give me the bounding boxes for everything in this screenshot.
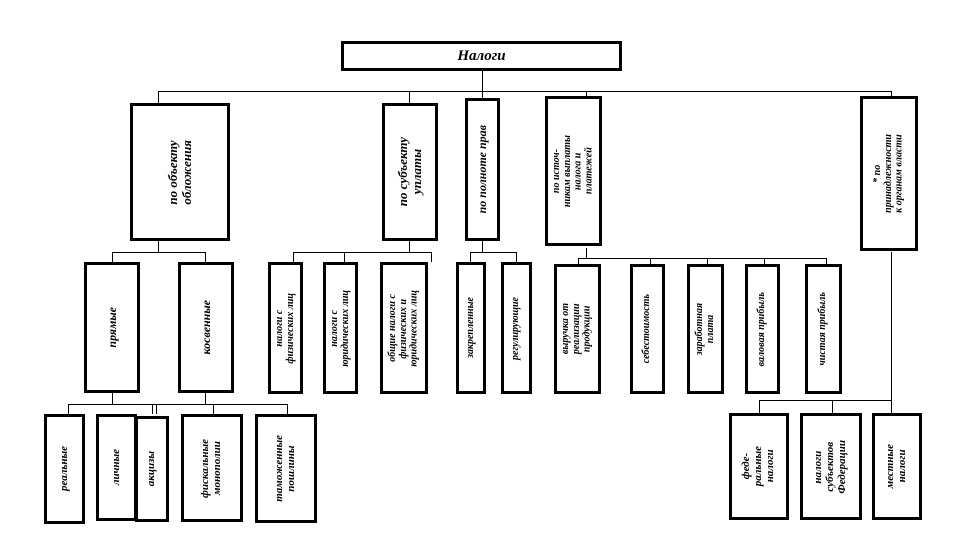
connector-indirect-bus [152,404,287,405]
node-label: феде- ральные налоги [740,446,776,487]
node-net-profit[interactable]: чистая прибыль [805,264,842,394]
node-label: валовая прибыль [756,291,768,367]
node-individual-taxes[interactable]: налоги с физических лиц [268,262,303,394]
connector-indirect-to-excise [152,404,153,414]
connector-subject-bus [293,252,431,253]
connector-subject-to-legal [344,252,345,262]
node-gross-profit[interactable]: валовая прибыль [745,264,780,394]
connector-drop-rights [482,91,483,103]
node-label: косвенные [198,300,213,355]
connector-subject-stem [409,240,410,252]
connector-sources-to-net [826,258,827,264]
node-customs-duties[interactable]: таможенные пошлины [255,414,317,523]
node-label: заработная плата [693,302,716,356]
node-local-taxes[interactable]: местные налоги [872,413,922,520]
node-excise-taxes[interactable]: акцизы [135,416,169,522]
node-wages[interactable]: заработная плата [687,264,724,394]
node-label: * по принадлежности к органам власти [871,134,905,213]
node-regulating-taxes[interactable]: регулирующие [501,262,532,394]
connector-sources-stem [586,248,587,258]
node-label: по полноте прав [475,125,490,214]
connector-drop-subject [409,91,410,103]
node-label: общие налоги с физических и юридических … [386,289,420,367]
connector-direct-stem [112,392,113,404]
node-label: реальные [57,446,70,492]
connector-direct-to-real [68,404,69,414]
node-label: фискальные монополии [199,438,223,498]
connector-indirect-to-monopoly [213,404,214,414]
connector-drop-object [158,91,159,103]
node-by-authority-affiliation[interactable]: * по принадлежности к органам власти [860,96,918,251]
connector-sources-to-revenue [578,258,579,264]
node-label: налоги с юридических лиц [328,289,351,367]
node-label: прямые [104,307,119,348]
connector-sources-to-cost [650,258,651,264]
node-label: по объекту обложения [164,139,194,205]
node-common-taxes[interactable]: общие налоги с физических и юридических … [380,262,428,394]
connector-rights-to-fixed [470,252,471,262]
connector-main-bus [158,91,891,92]
connector-authority-to-federal [759,400,760,413]
node-root-taxes[interactable]: Налоги [341,41,622,71]
connector-indirect-stem [205,392,206,404]
node-direct-taxes[interactable]: прямые [84,262,140,393]
node-label: налоги субъектов Федерации [812,439,848,494]
connector-authority-to-local [891,400,892,413]
node-by-payment-sources[interactable]: по источ- никам выплаты налога и платеже… [545,96,602,246]
node-label: по субъекту уплаты [394,137,424,207]
node-by-object[interactable]: по объекту обложения [130,103,230,241]
node-corporate-taxes[interactable]: налоги с юридических лиц [323,262,358,394]
node-by-subject[interactable]: по субъекту уплаты [382,103,438,241]
connector-object-to-direct [112,252,113,262]
node-fixed-taxes[interactable]: закрепленные [456,262,486,394]
connector-rights-bus [470,252,516,253]
node-label: налоги с физических лиц [273,292,296,364]
connector-indirect-to-customs [287,404,288,414]
node-label: по источ- никам выплаты налога и платеже… [550,134,595,208]
node-label: Налоги [457,47,506,64]
connector-direct-bus [68,404,156,405]
node-federation-subject-taxes[interactable]: налоги субъектов Федерации [800,413,862,520]
connector-subject-to-natural [293,252,294,262]
connector-object-stem [158,240,159,252]
node-indirect-taxes[interactable]: косвенные [178,262,234,393]
node-label: местные налоги [884,444,908,489]
connector-object-to-indirect [205,252,206,262]
connector-direct-to-personal [156,404,157,414]
node-real-taxes[interactable]: реальные [44,414,85,524]
node-label: таможенные пошлины [273,435,297,502]
connector-authority-bus [759,400,891,401]
node-by-completeness-of-rights[interactable]: по полноте прав [465,98,500,241]
node-federal-taxes[interactable]: феде- ральные налоги [729,413,789,520]
node-sales-revenue[interactable]: выручка от реализации продукции [554,264,601,394]
connector-subject-to-common [431,252,432,262]
connector-rights-stem [482,240,483,252]
connector-object-bus [112,252,205,253]
node-label: регулирующие [510,296,522,360]
node-label: выручка от реализации продукции [560,303,593,355]
node-cost-price[interactable]: себестоимость [630,264,665,394]
node-personal-taxes[interactable]: личные [96,414,137,521]
node-label: личные [109,449,122,486]
connector-sources-to-wages [707,258,708,264]
node-label: чистая прибыль [817,292,829,366]
node-fiscal-monopolies[interactable]: фискальные монополии [181,414,243,522]
connector-rights-to-regulating [516,252,517,262]
connector-sources-bus [578,258,826,259]
connector-sources-to-gross [764,258,765,264]
node-label: акцизы [145,451,158,487]
connector-authority-stem [891,252,892,400]
connector-authority-to-regional [832,400,833,413]
node-label: закрепленные [464,297,476,359]
connector-root-stem [482,70,483,91]
node-label: себестоимость [641,294,653,364]
